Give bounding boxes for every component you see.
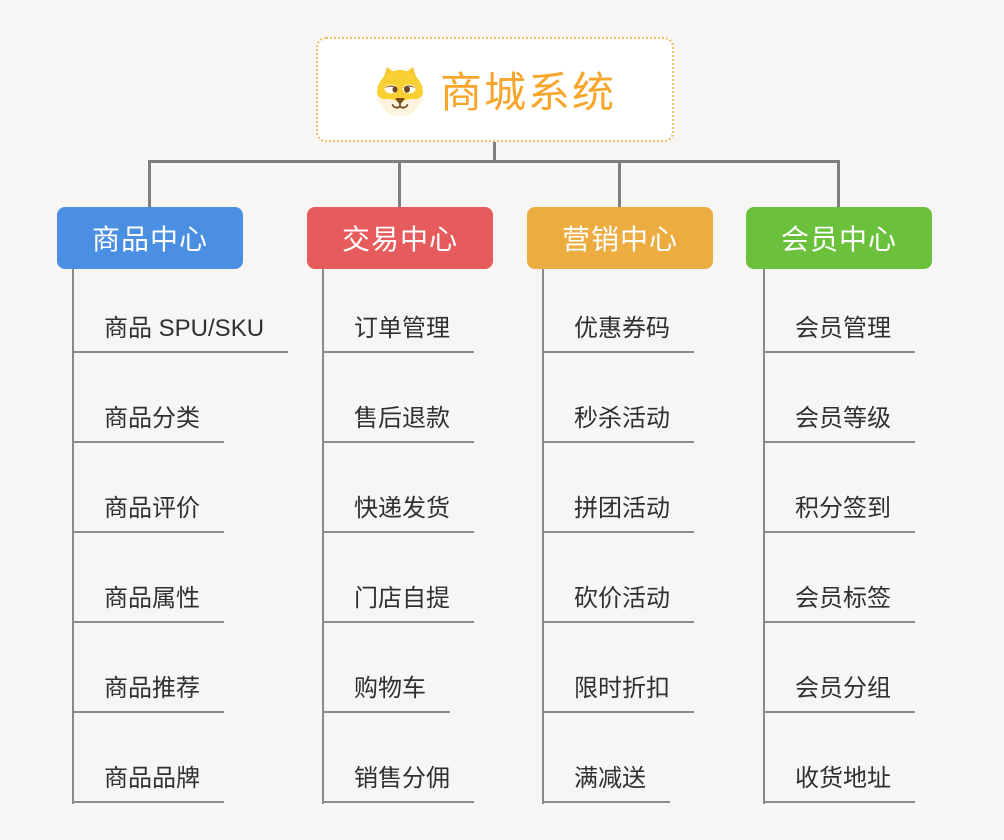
child-topic-row: 会员管理 xyxy=(763,263,915,353)
branch-spine-line xyxy=(763,269,765,804)
child-topic[interactable]: 砍价活动 xyxy=(542,584,694,623)
branch-horizontal-line xyxy=(148,160,840,163)
child-topic-row: 商品属性 xyxy=(72,533,288,623)
branch-drop-line xyxy=(398,160,401,208)
child-topic-row: 会员等级 xyxy=(763,353,915,443)
child-topic-row: 快递发货 xyxy=(322,443,474,533)
child-topic[interactable]: 会员标签 xyxy=(763,584,915,623)
branch-drop-line xyxy=(618,160,621,208)
branch-node-product-center[interactable]: 商品中心 xyxy=(57,207,243,269)
child-topic[interactable]: 商品分类 xyxy=(72,404,224,443)
child-topic-row: 收货地址 xyxy=(763,713,915,803)
shiba-dog-face-icon xyxy=(376,66,423,116)
child-topic[interactable]: 快递发货 xyxy=(322,494,474,533)
branch-spine-line xyxy=(72,269,74,804)
child-topic[interactable]: 销售分佣 xyxy=(322,764,474,803)
child-topic-row: 商品推荐 xyxy=(72,623,288,713)
child-topic-row: 商品 SPU/SKU xyxy=(72,263,289,353)
child-topic[interactable]: 限时折扣 xyxy=(542,674,694,713)
branch-children-marketing: 优惠券码 秒杀活动 拼团活动 砍价活动 限时折扣 满减送 xyxy=(542,263,694,803)
branch-spine-line xyxy=(322,269,324,804)
branch-drop-line xyxy=(148,160,151,208)
root-node[interactable]: 商城系统 xyxy=(316,37,674,142)
child-topic[interactable]: 会员等级 xyxy=(763,404,915,443)
child-topic-row: 优惠券码 xyxy=(542,263,694,353)
branch-drop-line xyxy=(837,160,840,208)
child-topic[interactable]: 收货地址 xyxy=(763,764,915,803)
child-topic-row: 满减送 xyxy=(542,713,694,803)
branch-spine-line xyxy=(542,269,544,804)
child-topic[interactable]: 拼团活动 xyxy=(542,494,694,533)
child-topic[interactable]: 会员管理 xyxy=(763,314,915,353)
child-topic-row: 销售分佣 xyxy=(322,713,474,803)
child-topic-row: 限时折扣 xyxy=(542,623,694,713)
root-title: 商城系统 xyxy=(439,69,616,116)
child-topic[interactable]: 满减送 xyxy=(542,764,670,803)
child-topic[interactable]: 商品品牌 xyxy=(72,764,224,803)
child-topic[interactable]: 售后退款 xyxy=(322,404,474,443)
child-topic-row: 商品分类 xyxy=(72,353,288,443)
child-topic[interactable]: 商品 SPU/SKU xyxy=(72,314,289,353)
child-topic-row: 会员标签 xyxy=(763,533,915,623)
child-topic-row: 售后退款 xyxy=(322,353,474,443)
child-topic[interactable]: 购物车 xyxy=(322,674,450,713)
child-topic[interactable]: 秒杀活动 xyxy=(542,404,694,443)
child-topic-row: 砍价活动 xyxy=(542,533,694,623)
child-topic-row: 门店自提 xyxy=(322,533,474,623)
branch-children-product: 商品 SPU/SKU 商品分类 商品评价 商品属性 商品推荐 商品品牌 xyxy=(72,263,289,803)
child-topic[interactable]: 商品推荐 xyxy=(72,674,224,713)
child-topic-row: 拼团活动 xyxy=(542,443,694,533)
child-topic-row: 订单管理 xyxy=(322,263,474,353)
branch-children-trade: 订单管理 售后退款 快递发货 门店自提 购物车 销售分佣 xyxy=(322,263,474,803)
child-topic[interactable]: 商品属性 xyxy=(72,584,224,623)
child-topic[interactable]: 商品评价 xyxy=(72,494,224,533)
child-topic[interactable]: 门店自提 xyxy=(322,584,474,623)
branch-children-member: 会员管理 会员等级 积分签到 会员标签 会员分组 收货地址 xyxy=(763,263,915,803)
branch-node-trade-center[interactable]: 交易中心 xyxy=(307,207,493,269)
child-topic[interactable]: 会员分组 xyxy=(763,674,915,713)
branch-node-member-center[interactable]: 会员中心 xyxy=(746,207,932,269)
child-topic-row: 商品品牌 xyxy=(72,713,288,803)
child-topic[interactable]: 优惠券码 xyxy=(542,314,694,353)
branch-node-marketing-center[interactable]: 营销中心 xyxy=(527,207,713,269)
child-topic[interactable]: 订单管理 xyxy=(322,314,474,353)
root-stem-line xyxy=(493,142,496,161)
child-topic-row: 商品评价 xyxy=(72,443,288,533)
child-topic-row: 购物车 xyxy=(322,623,474,713)
child-topic-row: 秒杀活动 xyxy=(542,353,694,443)
child-topic-row: 积分签到 xyxy=(763,443,915,533)
child-topic-row: 会员分组 xyxy=(763,623,915,713)
child-topic[interactable]: 积分签到 xyxy=(763,494,915,533)
